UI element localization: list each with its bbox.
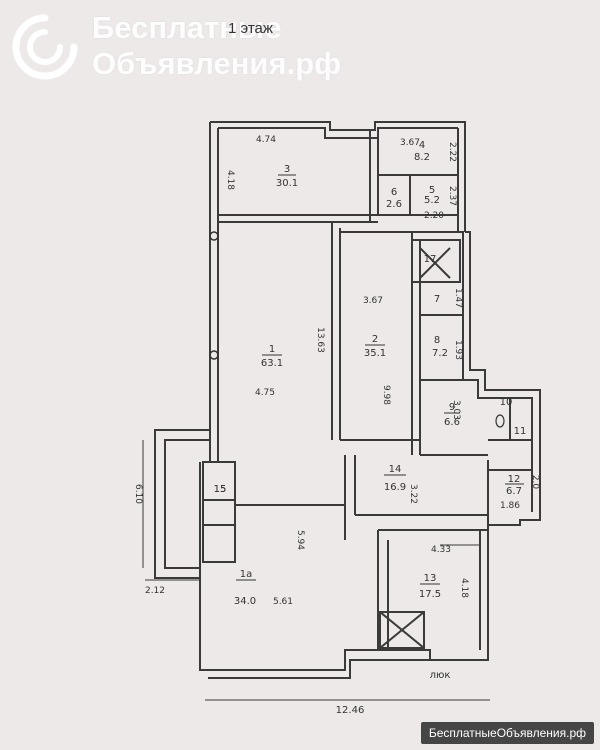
- room-number: 8: [434, 335, 440, 346]
- hatch-shaft: [379, 611, 425, 649]
- dimension-label: 13.63: [315, 327, 325, 353]
- dimension-label: 2.37: [447, 186, 457, 206]
- room-number: 7: [434, 294, 440, 305]
- stairs: [411, 239, 461, 283]
- room-number: 17: [424, 254, 437, 265]
- room-number: 11: [514, 426, 527, 437]
- room-area: 17.5: [419, 589, 441, 600]
- room-area: 5.2: [424, 195, 440, 206]
- dimension-label: 4.75: [255, 388, 275, 398]
- dimension-label: 3.67: [363, 296, 383, 306]
- outer-wall: [208, 659, 430, 679]
- dimension-label: 12.46: [336, 705, 365, 716]
- column-marker: [209, 231, 219, 241]
- column-marker: [209, 350, 219, 360]
- footer-watermark: БесплатныеОбъявления.рф: [420, 722, 594, 744]
- watermark-line1: Бесплатные: [92, 10, 282, 45]
- dimension-label: 9.98: [381, 385, 391, 405]
- dimension-label: 3.03: [451, 400, 461, 420]
- dimension-label: 1.86: [500, 501, 520, 511]
- room-area: 7.2: [432, 348, 448, 359]
- outer-wall: [210, 121, 466, 232]
- room-number: 4: [419, 140, 425, 151]
- outer-wall: [458, 231, 533, 512]
- room-area: 6.7: [506, 486, 522, 497]
- room-number: 9: [449, 402, 455, 413]
- room-number: 10: [500, 397, 513, 408]
- watermark-line2: Объявления.рф: [92, 46, 342, 81]
- room-number-16: 15: [214, 484, 227, 495]
- room-number: 12: [508, 474, 521, 485]
- column-block: [202, 461, 236, 563]
- dimension-label: 1.47: [453, 288, 463, 308]
- room-number: 1: [269, 344, 275, 355]
- dimension-label: 6.10: [133, 484, 143, 504]
- dimension-label: 2.22: [447, 142, 457, 162]
- dimension-label: 5.61: [273, 597, 293, 607]
- dimension-label: 2.20: [424, 211, 444, 221]
- dimension-label: 3.67: [400, 138, 420, 148]
- dimension-label: 3.22: [408, 484, 418, 504]
- room-area: 6.6: [444, 417, 460, 428]
- dimension-label: 2.12: [145, 586, 165, 596]
- room-area: 16.9: [384, 482, 406, 493]
- dimension-label: 4.18: [459, 578, 469, 598]
- room-number: 13: [424, 573, 437, 584]
- room-area: 8.2: [414, 152, 430, 163]
- room-area: 30.1: [276, 178, 298, 189]
- dimension-label: 5.94: [295, 530, 305, 550]
- dimension-label: 4.33: [431, 545, 451, 555]
- dimension-label: 4.74: [256, 135, 276, 145]
- outer-wall: [218, 127, 458, 139]
- room-number: 1a: [240, 569, 253, 580]
- dimension-label: 1.93: [453, 340, 463, 360]
- outer-wall: [465, 231, 541, 526]
- room-number: 14: [389, 464, 402, 475]
- room-area: 35.1: [364, 348, 386, 359]
- watermark-logo-icon: [12, 14, 78, 80]
- dimension-label: 4.18: [225, 170, 235, 190]
- room-area: 2.6: [386, 199, 402, 210]
- hatch-label: люк: [430, 670, 451, 681]
- room-area: 63.1: [261, 358, 283, 369]
- room-number: 5: [429, 185, 435, 196]
- room-area: 34.0: [234, 596, 256, 607]
- toilet-symbol: [495, 414, 505, 428]
- room-number: 6: [391, 187, 397, 198]
- left-annex-wall: [164, 439, 210, 569]
- room-number: 2: [372, 334, 378, 345]
- dimension-label: 2.0: [530, 475, 540, 490]
- watermark-text: Бесплатные Объявления.рф: [92, 10, 341, 82]
- room-number: 15: [214, 484, 227, 495]
- left-annex-wall: [154, 429, 210, 579]
- room-number: 3: [284, 164, 290, 175]
- floor-title: 1 этаж: [228, 20, 273, 37]
